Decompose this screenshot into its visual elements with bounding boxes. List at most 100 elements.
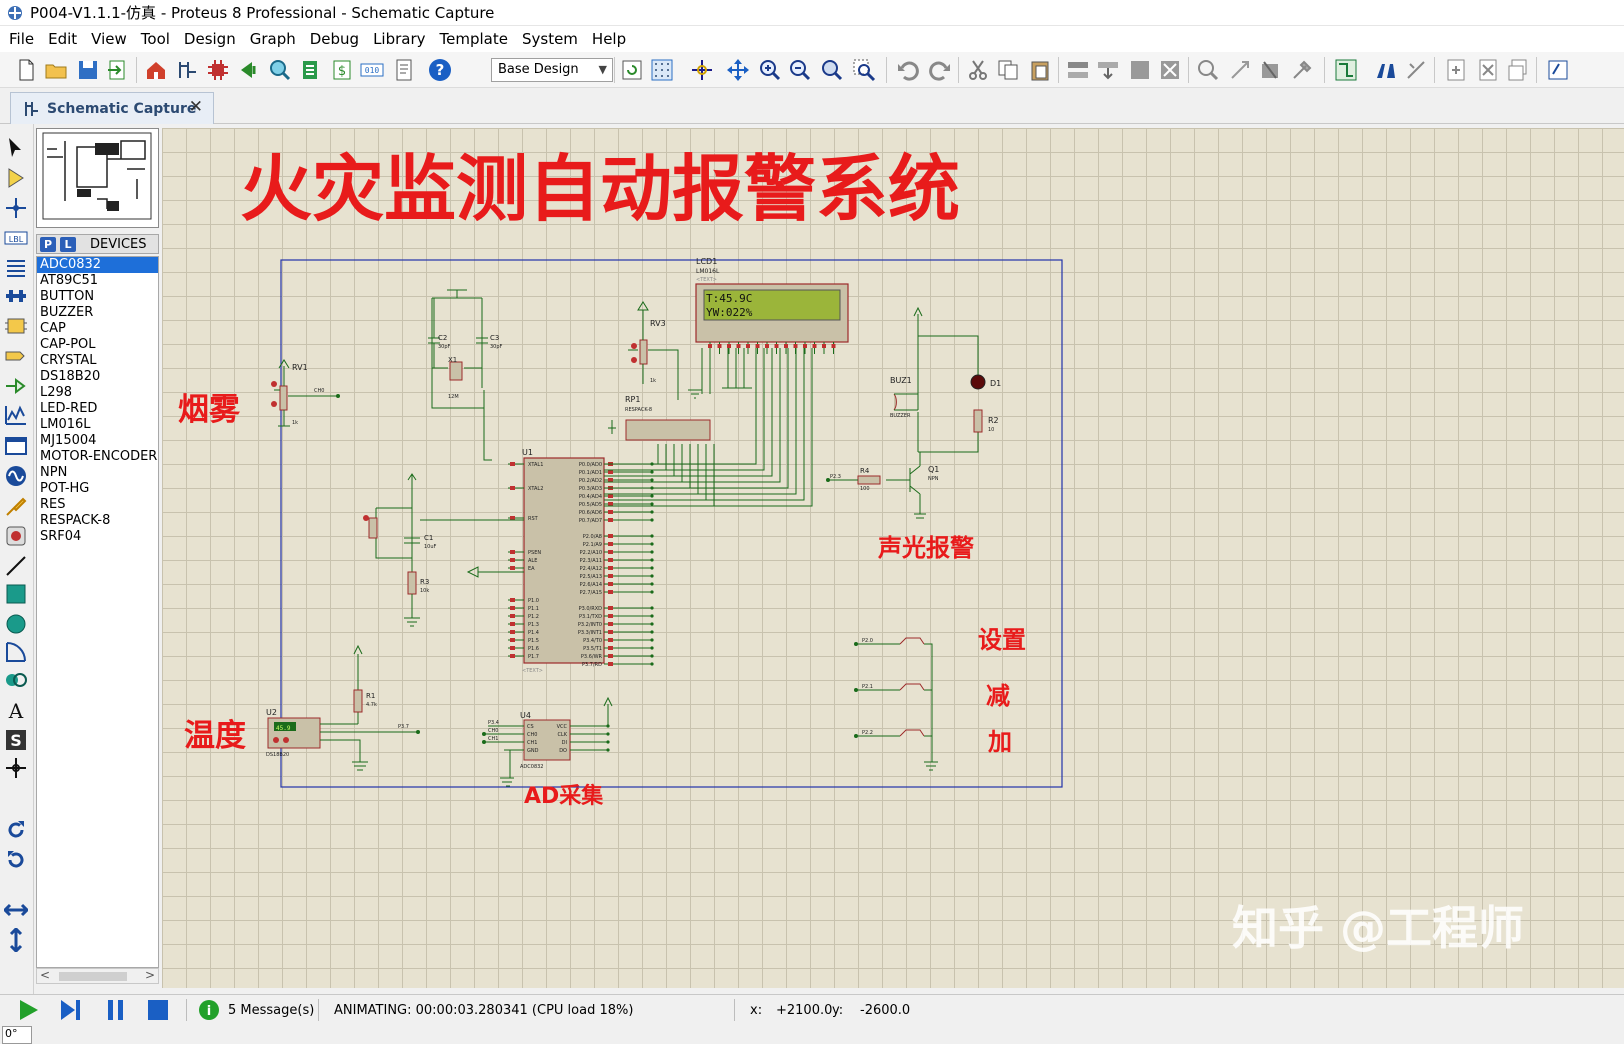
step-icon[interactable] [58,998,84,1022]
search-tag-icon[interactable] [1374,58,1398,82]
messages-count[interactable]: 5 Message(s) [228,1002,315,1018]
component-mode-icon[interactable] [4,166,28,190]
menu-design[interactable]: Design [183,30,236,48]
undo-icon[interactable] [896,58,920,82]
2d-arc-icon[interactable] [4,640,28,664]
mirror-vertical-icon[interactable] [4,928,28,952]
device-item[interactable]: CRYSTAL [40,353,97,368]
menu-file[interactable]: File [9,30,35,48]
device-item[interactable]: MOTOR-ENCODER [40,449,158,464]
rv1-smoke-sensor[interactable]: RV1 1k CH0 [271,359,340,427]
menu-library[interactable]: Library [373,30,426,48]
new-file-icon[interactable] [14,58,38,82]
2d-path-icon[interactable] [4,668,28,692]
device-item[interactable]: MJ15004 [40,433,97,448]
device-item[interactable]: SRF04 [40,529,82,544]
device-item[interactable]: RES [40,497,66,512]
property-assignment-icon[interactable] [1404,58,1428,82]
play-icon[interactable] [16,998,42,1022]
u2-temperature-sensor[interactable]: 45.9 U2 DS18B20 R1 4.7k P3.7 [266,644,420,771]
zoom-all-icon[interactable] [820,58,844,82]
false-origin-icon[interactable] [690,58,714,82]
copy-icon[interactable] [996,58,1020,82]
decompose-icon[interactable] [1290,58,1314,82]
virtual-instruments-icon[interactable] [4,524,28,548]
library-manager-button[interactable]: L [60,236,76,252]
save-icon[interactable] [76,58,100,82]
device-item[interactable]: BUZZER [40,305,94,320]
pan-icon[interactable] [726,58,750,82]
cut-icon[interactable] [966,58,990,82]
bill-of-materials-icon[interactable]: $ [330,58,354,82]
device-item[interactable]: AT89C51 [40,273,98,288]
block-delete-icon[interactable] [1158,58,1182,82]
voltage-probe-icon[interactable] [4,494,28,518]
pick-device-icon[interactable] [1196,58,1220,82]
mirror-horizontal-icon[interactable] [4,898,28,922]
buses-icon[interactable] [4,284,28,308]
paste-icon[interactable] [1028,58,1052,82]
rotate-anticlockwise-icon[interactable] [4,848,28,872]
2d-circle-icon[interactable] [4,612,28,636]
design-variant-select[interactable]: Base Design ▼ [491,58,613,82]
menu-edit[interactable]: Edit [48,30,78,48]
device-item[interactable]: BUTTON [40,289,95,304]
menu-debug[interactable]: Debug [309,30,360,48]
device-item[interactable]: ADC0832 [37,257,158,273]
new-sheet-icon[interactable] [1444,58,1468,82]
schematic-capture-icon[interactable] [176,58,200,82]
open-folder-icon[interactable] [44,58,68,82]
rotate-clockwise-icon[interactable] [4,818,28,842]
device-item[interactable]: POT-HG [40,481,90,496]
info-icon[interactable]: i [198,999,220,1021]
menu-template[interactable]: Template [439,30,508,48]
device-item[interactable]: LED-RED [40,401,98,416]
overview-window[interactable] [36,128,159,228]
device-item[interactable]: RESPACK-8 [40,513,111,528]
selection-mode-icon[interactable] [4,136,28,160]
menu-tool[interactable]: Tool [140,30,170,48]
design-rule-check-icon[interactable] [1546,58,1570,82]
redo-icon[interactable] [928,58,952,82]
menu-graph[interactable]: Graph [249,30,296,48]
2d-box-icon[interactable] [4,582,28,606]
refresh-icon[interactable] [620,58,644,82]
scroll-left-icon[interactable]: < [40,968,51,982]
scroll-right-icon[interactable]: > [144,968,155,982]
home-icon[interactable] [144,58,168,82]
help-icon[interactable]: ? [428,58,452,82]
3d-viewer-icon[interactable] [238,58,262,82]
2d-line-icon[interactable] [4,554,28,578]
toggle-grid-icon[interactable] [650,58,674,82]
alarm-circuit[interactable]: BUZ1 BUZZER D1 R2 10 P2.3 R4 100 Q1 NPN [826,306,1001,519]
2d-symbol-icon[interactable]: S [4,728,28,752]
menu-system[interactable]: System [521,30,578,48]
schematic-editing-window[interactable]: 火灾监测自动报警系统 烟雾 温度 声光报警 AD采集 设置 减 加 T:45.9… [162,128,1624,988]
2d-text-icon[interactable]: A [4,698,28,722]
packaging-tool-icon[interactable] [1258,58,1282,82]
import-icon[interactable] [106,58,130,82]
devices-horizontal-scrollbar[interactable]: < > [36,968,159,984]
exit-to-parent-icon[interactable] [1506,58,1530,82]
stop-icon[interactable] [146,998,170,1022]
tape-recorder-icon[interactable] [4,434,28,458]
zoom-area-icon[interactable] [852,58,876,82]
wire-label-icon[interactable]: LBL [4,226,28,250]
device-item[interactable]: LM016L [40,417,91,432]
device-item[interactable]: CAP [40,321,66,336]
zoom-in-icon[interactable] [758,58,782,82]
device-item[interactable]: NPN [40,465,68,480]
device-pins-icon[interactable] [4,374,28,398]
close-icon[interactable]: ✕ [188,97,203,117]
rv3-potentiometer[interactable]: RV3 1k [628,301,702,400]
crystal-oscillator[interactable]: C2 30pF C3 30pF X1 12M [428,289,503,461]
terminals-mode-icon[interactable] [4,344,28,368]
design-explorer-icon[interactable] [298,58,322,82]
block-copy-icon[interactable] [1066,58,1090,82]
rp1-resistor-pack[interactable]: RP1 RESPACK-8 [608,395,711,441]
source-code-icon[interactable]: 010 [360,58,384,82]
junction-dot-icon[interactable] [4,196,28,220]
text-script-icon[interactable] [4,256,28,280]
pause-icon[interactable] [104,998,128,1022]
